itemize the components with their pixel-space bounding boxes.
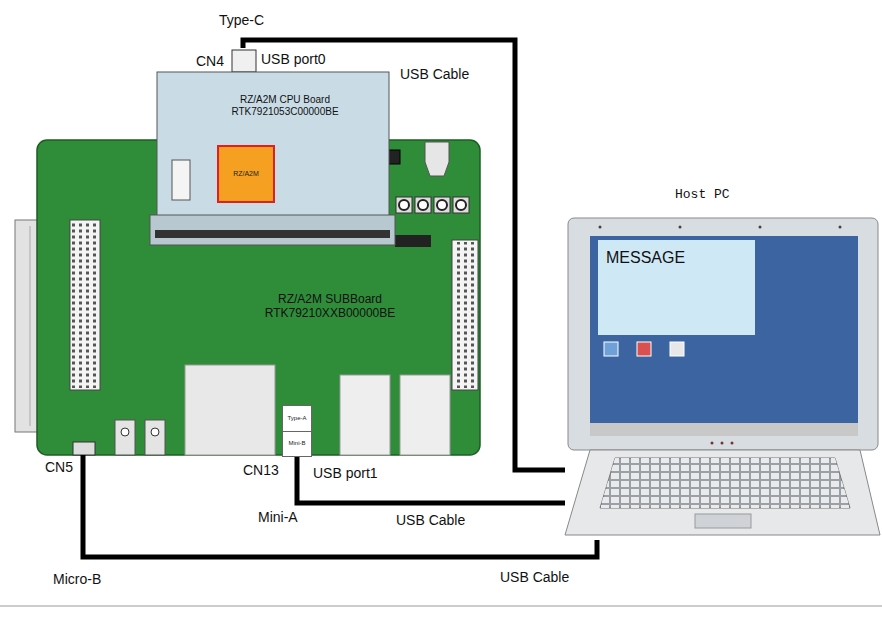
edge-connector-line	[30, 226, 31, 426]
laptop-base	[565, 450, 880, 535]
lid-dot	[679, 226, 682, 229]
component	[172, 160, 190, 200]
rule-line	[0, 606, 882, 607]
button-cap	[418, 200, 428, 210]
desktop-icon	[604, 342, 618, 356]
window-text: MESSAGE	[606, 248, 685, 267]
lid-dot	[599, 226, 602, 229]
button-body	[396, 197, 412, 213]
header-pins	[72, 222, 98, 388]
button-body	[453, 197, 469, 213]
board-connector-strip	[155, 230, 390, 238]
audio-jack-hole	[121, 428, 129, 436]
part-label: CN4	[196, 53, 224, 70]
cable-label: USB Cable	[396, 512, 465, 529]
node-text: RZ/A2M CPU Board RTK7921053C00000BE	[220, 94, 350, 118]
pin-header	[452, 240, 478, 390]
host-pc: MESSAGE Host PC	[565, 185, 878, 540]
part-label: Type-C	[219, 12, 264, 29]
button-cap	[437, 200, 447, 210]
audio-jack	[145, 420, 165, 455]
sub-board-pcb	[37, 140, 480, 455]
message-window: MESSAGE	[598, 240, 755, 335]
button-body	[434, 197, 450, 213]
part-label: USB port1	[313, 465, 378, 482]
keyboard-keys	[600, 458, 850, 508]
lid-dot	[731, 442, 734, 445]
power-jack	[425, 142, 449, 176]
connector-label: Type-A	[283, 406, 311, 432]
cpu-chip: RZ/A2M	[217, 145, 275, 203]
cpu-board-pcb	[157, 72, 389, 222]
button-cap	[399, 200, 409, 210]
lid-dot	[759, 226, 762, 229]
board-connector	[150, 215, 395, 245]
cable-label: USB Cable	[500, 569, 569, 586]
type-c-connector	[232, 50, 256, 72]
button-body	[415, 197, 431, 213]
node-text: Host PC	[675, 187, 795, 203]
connector-label: Mini-B	[283, 432, 311, 457]
keyboard	[600, 458, 850, 508]
part-label: Micro-B	[53, 571, 101, 588]
sub-board: Type-AMini-B RZ/A2M SUBBoard RTK79210XXB0…	[37, 140, 480, 455]
audio-jack	[115, 420, 135, 455]
header-pins	[454, 242, 476, 388]
connector-block	[400, 375, 450, 455]
part-label: CN5	[45, 459, 73, 476]
node-text: RZ/A2M SUBBoard RTK79210XXB00000BE	[255, 292, 405, 321]
chip-label: RZ/A2M	[233, 170, 259, 178]
cpu-board: RZ/A2M RZ/A2M CPU Board RTK7921053C00000B…	[150, 48, 395, 245]
dip-switch	[395, 235, 431, 247]
laptop-screen	[590, 236, 858, 436]
button-cap	[456, 200, 466, 210]
connector-block	[340, 375, 390, 455]
taskbar	[590, 423, 858, 436]
pin-header	[70, 220, 100, 390]
usb-cable	[297, 457, 565, 503]
usb-connector: Type-AMini-B	[282, 405, 312, 457]
laptop-lid	[568, 218, 878, 450]
touchpad	[695, 514, 751, 528]
micro-usb-connector	[73, 442, 95, 455]
module-shield	[185, 365, 275, 455]
usb-cable	[83, 455, 597, 557]
push-buttons	[396, 197, 469, 213]
audio-jack-hole	[151, 428, 159, 436]
part-label: Mini-A	[258, 509, 298, 526]
lid-dot	[839, 226, 842, 229]
part-label: USB port0	[261, 51, 326, 68]
lid-dot	[721, 442, 724, 445]
lid-dot	[711, 442, 714, 445]
desktop-icon	[637, 342, 651, 356]
part-label: CN13	[243, 462, 279, 479]
desktop-icon	[670, 342, 684, 356]
cable-label: USB Cable	[400, 66, 469, 83]
